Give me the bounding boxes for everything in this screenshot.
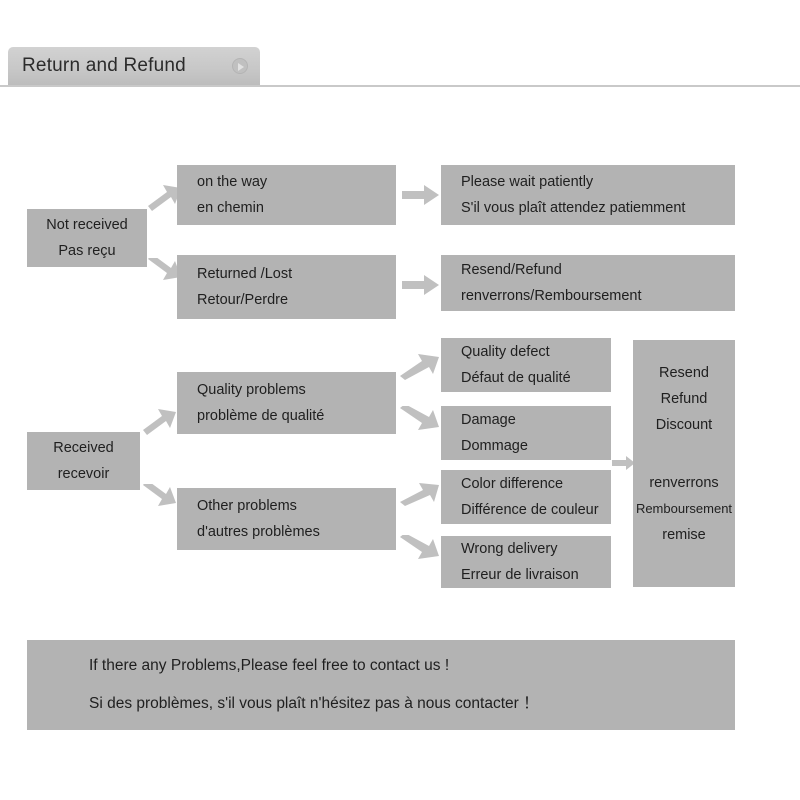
box-wrong-delivery: Wrong delivery Erreur de livraison xyxy=(441,536,611,588)
arrow-down-right-received-other-problems xyxy=(143,484,177,512)
box-label-fr: d'autres problèmes xyxy=(197,524,320,540)
arrow-up-right-received-quality-problems xyxy=(143,408,177,436)
box-label-fr: en chemin xyxy=(197,200,264,216)
arrow-right-to-resolution xyxy=(612,456,636,470)
box-label-en: Returned /Lost xyxy=(197,266,293,282)
arrow-up-right-not-received-on-the-way xyxy=(148,184,182,212)
box-label-fr: Retour/Perdre xyxy=(197,292,289,308)
box-label-fr: Pas reçu xyxy=(58,243,116,259)
box-color-difference: Color difference Différence de couleur xyxy=(441,470,611,524)
box-resolution-options: Resend Refund Discount renverrons Rembou… xyxy=(633,340,735,587)
arrow-down-right-other-problems-wrong-delivery xyxy=(400,535,440,563)
play-circle-icon[interactable] xyxy=(232,58,248,74)
box-label-en: Damage xyxy=(461,412,516,428)
box-label-en: Not received xyxy=(46,217,128,233)
resolution-label-fr-1: Remboursement xyxy=(635,501,733,516)
box-returned-lost: Returned /Lost Retour/Perdre xyxy=(177,255,396,319)
header-tab[interactable]: Return and Refund xyxy=(8,47,260,85)
box-resend-refund: Resend/Refund renverrons/Remboursement xyxy=(441,255,735,311)
arrow-up-right-other-problems-color-difference xyxy=(400,481,440,507)
arrow-right-returned-lost-resend-refund xyxy=(402,275,440,295)
box-label-fr: Différence de couleur xyxy=(461,502,599,518)
resolution-label-en-1: Refund xyxy=(660,391,708,407)
contact-line-fr: Si des problèmes, s'il vous plaît n'hési… xyxy=(89,695,539,712)
box-label-fr: problème de qualité xyxy=(197,408,325,424)
arrow-down-right-not-received-returned-lost xyxy=(148,258,182,286)
box-label-en: Quality defect xyxy=(461,344,550,360)
box-not-received: Not received Pas reçu xyxy=(27,209,147,267)
box-label-en: Please wait patiently xyxy=(461,174,594,190)
resolution-label-fr-0: renverrons xyxy=(649,475,719,491)
box-label-en: Wrong delivery xyxy=(461,541,558,557)
box-received: Received recevoir xyxy=(27,432,140,490)
resolution-label-en-2: Discount xyxy=(655,417,713,433)
header-divider xyxy=(0,85,800,87)
resolution-label-fr-2: remise xyxy=(662,527,706,543)
box-label-fr: Dommage xyxy=(461,438,528,454)
box-label-fr: Défaut de qualité xyxy=(461,370,571,386)
page-title: Return and Refund xyxy=(22,55,186,76)
box-quality-defect: Quality defect Défaut de qualité xyxy=(441,338,611,392)
arrow-up-right-quality-problems-quality-defect xyxy=(400,352,440,380)
box-label-fr: Erreur de livraison xyxy=(461,567,579,583)
contact-line-en: If there any Problems,Please feel free t… xyxy=(89,657,450,674)
box-on-the-way: on the way en chemin xyxy=(177,165,396,225)
box-label-en: Received xyxy=(53,440,114,456)
box-label-fr: S'il vous plaît attendez patiemment xyxy=(461,200,686,216)
box-label-en: Resend/Refund xyxy=(461,262,562,278)
box-label-fr: renverrons/Remboursement xyxy=(461,288,642,304)
resolution-label-en-0: Resend xyxy=(659,365,709,381)
box-please-wait-patiently: Please wait patiently S'il vous plaît at… xyxy=(441,165,735,225)
box-label-en: Quality problems xyxy=(197,382,306,398)
box-label-en: Color difference xyxy=(461,476,564,492)
contact-us-banner: If there any Problems,Please feel free t… xyxy=(27,640,735,730)
box-label-en: Other problems xyxy=(197,498,297,514)
box-damage: Damage Dommage xyxy=(441,406,611,460)
arrow-down-right-quality-problems-damage xyxy=(400,406,440,434)
box-quality-problems: Quality problems problème de qualité xyxy=(177,372,396,434)
arrow-right-on-the-way-wait xyxy=(402,185,440,205)
box-label-en: on the way xyxy=(197,174,268,190)
box-other-problems: Other problems d'autres problèmes xyxy=(177,488,396,550)
box-label-fr: recevoir xyxy=(57,466,110,482)
